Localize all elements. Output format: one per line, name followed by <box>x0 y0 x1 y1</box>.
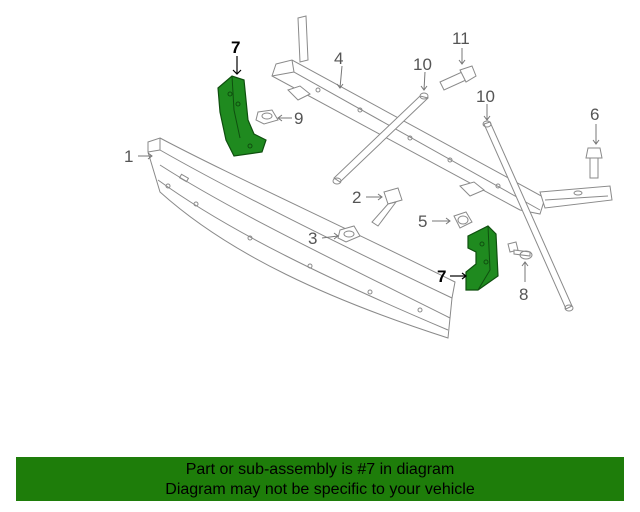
part-7-bracket-upper <box>217 75 267 157</box>
callout-1: 1 <box>124 147 133 166</box>
callout-10-right: 10 <box>476 87 495 106</box>
caption-line-1: Part or sub-assembly is #7 in diagram <box>185 461 455 478</box>
part-6-bolt <box>585 147 603 179</box>
callout-9: 9 <box>294 109 303 128</box>
part-10-strut-left <box>332 92 430 185</box>
leader-lines <box>138 48 600 282</box>
part-8-pin <box>507 241 533 260</box>
part-11-bolt <box>439 65 477 91</box>
callout-3: 3 <box>308 229 317 248</box>
callout-5: 5 <box>418 212 427 231</box>
callout-10-left: 10 <box>413 55 432 74</box>
caption-bar: Part or sub-assembly is #7 in diagram Di… <box>16 457 624 501</box>
callout-7-lower: 7 <box>437 267 446 286</box>
caption-line-2: Diagram may not be specific to your vehi… <box>165 481 475 498</box>
part-1-bumper-beam <box>147 137 456 339</box>
part-5-clip <box>453 211 473 229</box>
part-7-bracket-lower <box>465 225 499 291</box>
part-2-bolt <box>371 187 403 227</box>
callout-labels: 1 2 3 4 5 6 7 7 8 9 10 10 11 <box>124 29 599 304</box>
callout-7-upper: 7 <box>231 38 240 57</box>
callout-2: 2 <box>352 188 361 207</box>
part-4-cross-member <box>271 15 613 215</box>
callout-4: 4 <box>334 49 343 68</box>
part-10-strut-right <box>482 120 574 312</box>
callout-8: 8 <box>519 285 528 304</box>
part-9-nut <box>255 109 279 125</box>
part-3-nut <box>337 225 361 243</box>
callout-6: 6 <box>590 105 599 124</box>
callout-11: 11 <box>452 29 470 48</box>
